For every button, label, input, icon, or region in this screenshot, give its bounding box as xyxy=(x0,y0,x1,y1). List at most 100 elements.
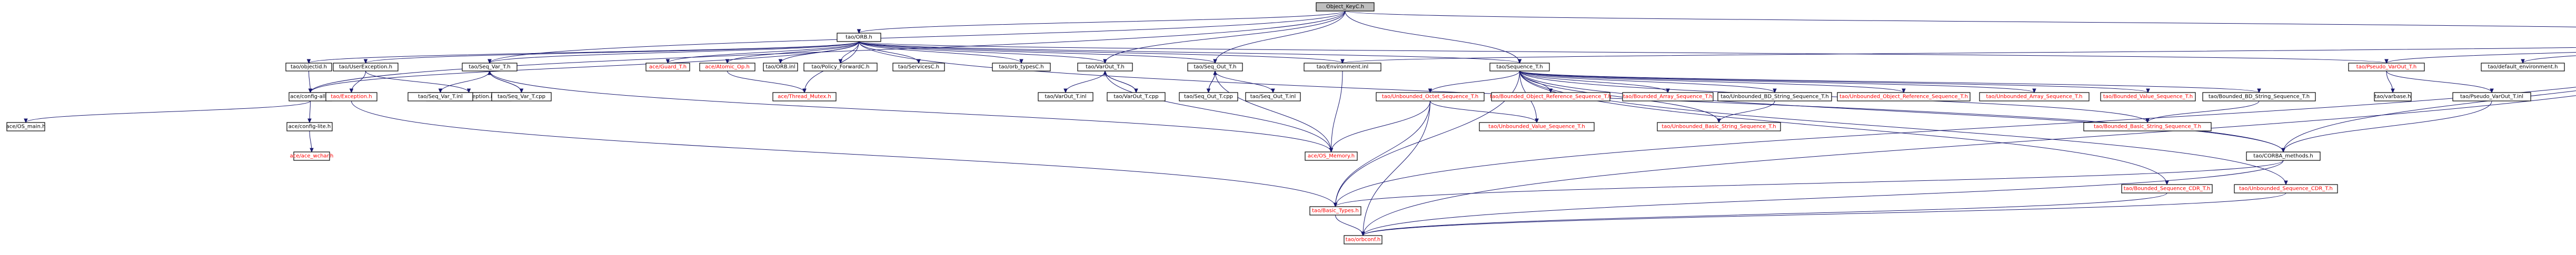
node-pseudo-varout-inl[interactable]: tao/Pseudo_VarOut_T.inl xyxy=(2452,92,2531,101)
node-servicesc[interactable]: tao/ServicesC.h xyxy=(892,63,945,72)
node-ace-config-all[interactable]: ace/config-all.h xyxy=(289,92,332,101)
node-user-exception[interactable]: tao/UserException.h xyxy=(333,63,399,72)
arrowhead-corba_methods-to-basic_types xyxy=(1333,202,1338,208)
node-box xyxy=(1344,235,1383,244)
node-label: tao/Unbounded_Value_Sequence_T.h xyxy=(1488,124,1585,130)
node-thread-mutex[interactable]: ace/Thread_Mutex.h xyxy=(772,92,837,101)
node-unb-bd-string[interactable]: tao/Unbounded_BD_String_Sequence_T.h xyxy=(1717,92,1832,101)
node-label: tao/Bounded_Value_Sequence_T.h xyxy=(2103,94,2193,100)
node-atomic-op[interactable]: ace/Atomic_Op.h xyxy=(699,63,755,72)
node-box xyxy=(6,122,45,131)
node-ace-config-lite[interactable]: ace/config-lite.h xyxy=(286,122,333,131)
edge-unb_bd_string-to-unb_basic_string xyxy=(1718,100,1775,123)
node-bnd-array[interactable]: tao/Bounded_Array_Sequence_T.h xyxy=(1622,92,1714,101)
arrowhead-sequence-to-unb_array xyxy=(2032,88,2036,94)
node-default-env[interactable]: tao/default_environment.h xyxy=(2481,63,2565,72)
node-unb-octet[interactable]: tao/Unbounded_Octet_Sequence_T.h xyxy=(1376,92,1485,101)
node-label: tao/orb_typesC.h xyxy=(999,64,1043,70)
node-box xyxy=(992,63,1051,72)
edge-object_keyc-to-varout xyxy=(1105,11,1346,64)
edge-orb-to-user_exception xyxy=(365,41,859,64)
node-orbconf[interactable]: tao/orbconf.h xyxy=(1344,235,1383,244)
arrowhead-orb-to-orb_typesc xyxy=(1019,59,1023,64)
node-seq-var-inl[interactable]: tao/Seq_Var_T.inl xyxy=(407,92,473,101)
node-box xyxy=(285,63,332,72)
node-bnd-value[interactable]: tao/Bounded_Value_Sequence_T.h xyxy=(2100,92,2196,101)
node-unb-objref[interactable]: tao/Unbounded_Object_Reference_Sequence_… xyxy=(1837,92,1971,101)
node-varout[interactable]: tao/VarOut_T.h xyxy=(1077,63,1133,72)
arrowhead-varout-to-varout_inl xyxy=(1063,88,1068,94)
edge-orb-to-varout xyxy=(859,41,1106,64)
edge-sequence-to-corba_methods xyxy=(1519,70,2284,152)
node-ace-os-main[interactable]: ace/OS_main.h xyxy=(6,122,46,131)
arrowhead-ace_config_lite-to-ace_wchar xyxy=(310,148,314,153)
node-varout-inl[interactable]: tao/VarOut_T.inl xyxy=(1038,92,1093,101)
arrowhead-atomic_op-to-thread_mutex xyxy=(802,88,807,94)
node-os-memory[interactable]: ace/OS_Memory.h xyxy=(1305,151,1358,161)
edge-pseudo_varout_inl-to-corba_methods xyxy=(2283,100,2492,152)
node-environment-inl[interactable]: tao/Environment.inl xyxy=(1304,63,1381,72)
node-seq-out[interactable]: tao/Seq_Out_T.h xyxy=(1187,63,1243,72)
node-pseudo-varout[interactable]: tao/Pseudo_VarOut_T.h xyxy=(2348,63,2425,72)
node-unb-basic-string[interactable]: tao/Unbounded_Basic_String_Sequence_T.h xyxy=(1657,122,1781,131)
node-box xyxy=(763,63,798,72)
arrowhead-orb-to-seq_var xyxy=(488,59,492,64)
edge-sequence-to-bnd_cdr xyxy=(1519,70,2167,185)
node-seq-out-inl[interactable]: tao/Seq_Out_T.inl xyxy=(1245,92,1301,101)
node-exception[interactable]: tao/Exception.h xyxy=(325,92,377,101)
node-basic-types[interactable]: tao/Basic_Types.h xyxy=(1309,206,1361,216)
node-label: tao/Bounded_Array_Sequence_T.h xyxy=(1623,94,1713,100)
node-corba-methods[interactable]: tao/CORBA_methods.h xyxy=(2246,151,2321,161)
arrowhead-orb-to-user_exception xyxy=(363,59,368,64)
arrowhead-sequence-to-unb_cdr xyxy=(2284,180,2288,186)
node-orb[interactable]: tao/ORB.h xyxy=(837,33,881,42)
node-varbase[interactable]: tao/varbase.h xyxy=(2374,92,2412,101)
edge-seq_var-to-os_memory xyxy=(489,70,1331,152)
node-bnd-basic-string[interactable]: tao/Bounded_Basic_String_Sequence_T.h xyxy=(2083,122,2212,131)
edge-bnd_cdr-to-orbconf xyxy=(1362,192,2167,236)
node-guard[interactable]: ace/Guard_T.h xyxy=(645,63,690,72)
node-box xyxy=(1304,63,1381,72)
node-varout-cpp[interactable]: tao/VarOut_T.cpp xyxy=(1107,92,1166,101)
edge-pseudo_varout-to-pseudo_varout_inl xyxy=(2386,70,2492,93)
node-sequence[interactable]: tao/Sequence_T.h xyxy=(1489,63,1550,72)
arrowhead-user_exception-to-exception xyxy=(349,88,354,94)
node-unb-cdr[interactable]: tao/Unbounded_Sequence_CDR_T.h xyxy=(2234,184,2338,193)
node-seq-var[interactable]: tao/Seq_Var_T.h xyxy=(462,63,518,72)
node-seq-var-cpp[interactable]: tao/Seq_Var_T.cpp xyxy=(491,92,552,101)
node-bnd-objref[interactable]: tao/Bounded_Object_Reference_Sequence_T.… xyxy=(1490,92,1612,101)
node-box xyxy=(1376,92,1485,101)
node-box xyxy=(1316,2,1375,12)
node-bnd-bd-string[interactable]: tao/Bounded_BD_String_Sequence_T.h xyxy=(2202,92,2316,101)
node-box xyxy=(2452,92,2531,101)
node-policy-forward[interactable]: tao/Policy_ForwardC.h xyxy=(803,63,878,72)
edge-unb_cdr-to-orbconf xyxy=(1362,192,2286,236)
node-orb-inl[interactable]: tao/ORB.inl xyxy=(763,63,798,72)
node-seq-out-cpp[interactable]: tao/Seq_Out_T.cpp xyxy=(1179,92,1238,101)
node-object-keyc[interactable]: Object_KeyC.h xyxy=(1316,2,1375,12)
node-label: tao/Bounded_Object_Reference_Sequence_T.… xyxy=(1490,94,1612,100)
node-bnd-cdr[interactable]: tao/Bounded_Sequence_CDR_T.h xyxy=(2121,184,2213,193)
arrowhead-orb-to-policy_forward xyxy=(838,59,843,64)
edge-environment-to-pseudo_varout xyxy=(2386,52,2576,64)
node-label: tao/objectid.h xyxy=(291,64,327,70)
node-box xyxy=(1837,92,1971,101)
edge-user_exception-to-user_exception_inl xyxy=(365,70,469,93)
node-box xyxy=(325,92,377,101)
node-ace-wchar[interactable]: ace/ace_wchar.h xyxy=(290,151,334,161)
node-orb-typesc[interactable]: tao/orb_typesC.h xyxy=(992,63,1051,72)
node-objectid[interactable]: tao/objectid.h xyxy=(285,63,332,72)
node-unb-value[interactable]: tao/Unbounded_Value_Sequence_T.h xyxy=(1479,122,1595,131)
node-unb-array[interactable]: tao/Unbounded_Array_Sequence_T.h xyxy=(1979,92,2090,101)
edge-varout-to-varout_inl xyxy=(1065,70,1106,93)
arrowhead-pseudo_varout_inl-to-corba_methods xyxy=(2281,148,2285,153)
node-label: Object_KeyC.h xyxy=(1326,4,1364,10)
node-box xyxy=(1491,92,1610,101)
edge-object_keyc-to-seq_out xyxy=(1215,11,1346,64)
node-label: tao/Seq_Var_T.h xyxy=(469,64,510,70)
arrowhead-environment-to-environment_inl xyxy=(1340,59,1345,64)
edge-unb_octet-to-basic_types xyxy=(1335,100,1430,207)
arrowhead-seq_out_cpp-to-seq_out xyxy=(1213,70,1217,75)
node-label: ace/Guard_T.h xyxy=(649,64,687,70)
edge-orb-to-servicesc xyxy=(859,41,919,64)
